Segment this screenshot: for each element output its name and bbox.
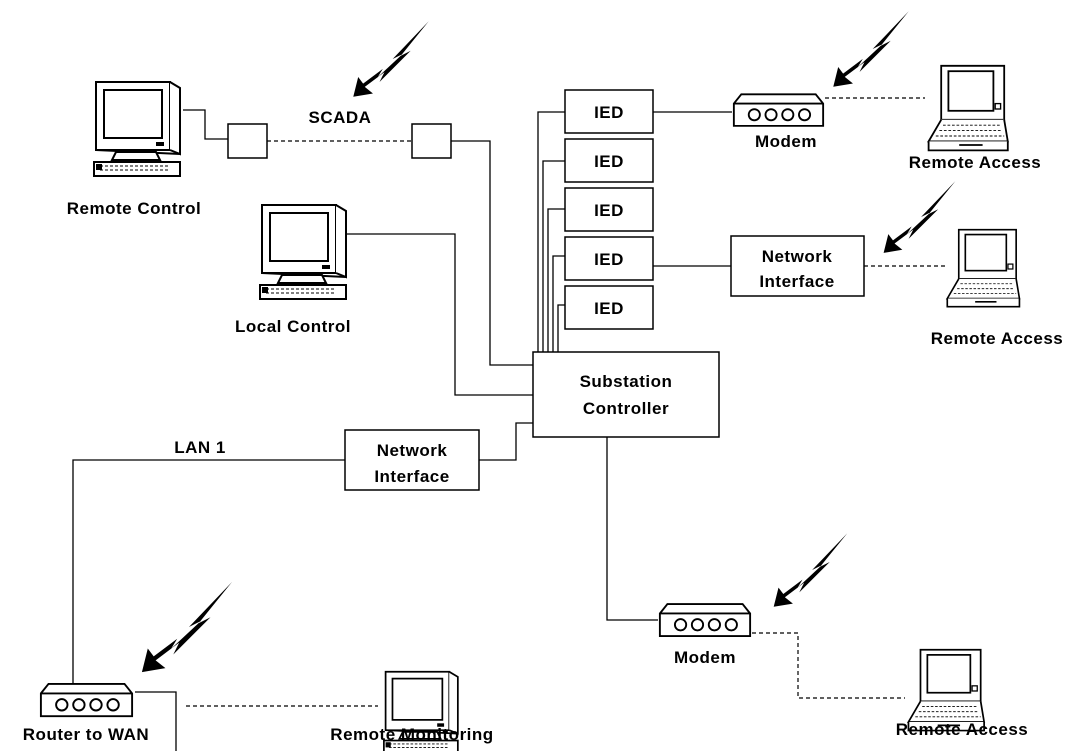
remote-access-laptop-icon [927, 64, 1009, 152]
substation-controller-line1: Substation [580, 372, 673, 391]
substation-controller-box [532, 351, 720, 438]
scada-interface-box [227, 123, 268, 159]
network-interface-right-line1: Network [762, 247, 833, 266]
network-interface-left-line1: Network [377, 441, 448, 460]
lan1-label: LAN 1 [174, 438, 226, 457]
ied-box-3 [564, 187, 654, 232]
wireless-lightning-icon-router [141, 581, 233, 673]
modem-icon-bottom [658, 603, 752, 637]
ied-label-5: IED [594, 299, 624, 318]
scada-interface-box-2 [411, 123, 452, 159]
connection-lines [72, 97, 945, 751]
ied-box-5 [564, 285, 654, 330]
network-interface-right-line2: Interface [759, 272, 834, 291]
modem-icon-top [732, 93, 825, 127]
remote-access-label-1: Remote Access [909, 153, 1042, 172]
remote-access-label-2: Remote Access [931, 329, 1064, 348]
ied-box-4 [564, 236, 654, 281]
local-control-computer-icon [259, 204, 347, 300]
ied-label-4: IED [594, 250, 624, 269]
wireless-lightning-icon-modem-bottom [773, 533, 848, 607]
ied-label-2: IED [594, 152, 624, 171]
remote-monitoring-label: Remote Monitoring [330, 725, 493, 744]
wireless-lightning-icon-scada [353, 21, 429, 97]
network-interface-box-left [344, 429, 480, 491]
modem-label-top: Modem [755, 132, 817, 151]
wireless-lightning-icon-network [883, 181, 956, 253]
remote-control-label: Remote Control [67, 199, 202, 218]
local-control-label: Local Control [235, 317, 351, 336]
modem-label-bottom: Modem [674, 648, 736, 667]
network-interface-box-right [730, 235, 865, 297]
scada-label: SCADA [309, 108, 372, 127]
ied-box-2 [564, 138, 654, 183]
remote-control-computer-icon [93, 81, 181, 177]
network-interface-left-line2: Interface [374, 467, 449, 486]
substation-controller-line2: Controller [583, 399, 669, 418]
wireless-lightning-icon-modem [833, 11, 909, 87]
remote-access-laptop-icon-3 [907, 648, 986, 732]
ied-box-1 [564, 89, 654, 134]
ied-label-3: IED [594, 201, 624, 220]
remote-access-label-3: Remote Access [896, 720, 1029, 739]
router-icon [39, 682, 134, 718]
remote-access-laptop-icon-2 [946, 228, 1021, 308]
router-label: Router to WAN [23, 725, 149, 744]
ied-label-1: IED [594, 103, 624, 122]
